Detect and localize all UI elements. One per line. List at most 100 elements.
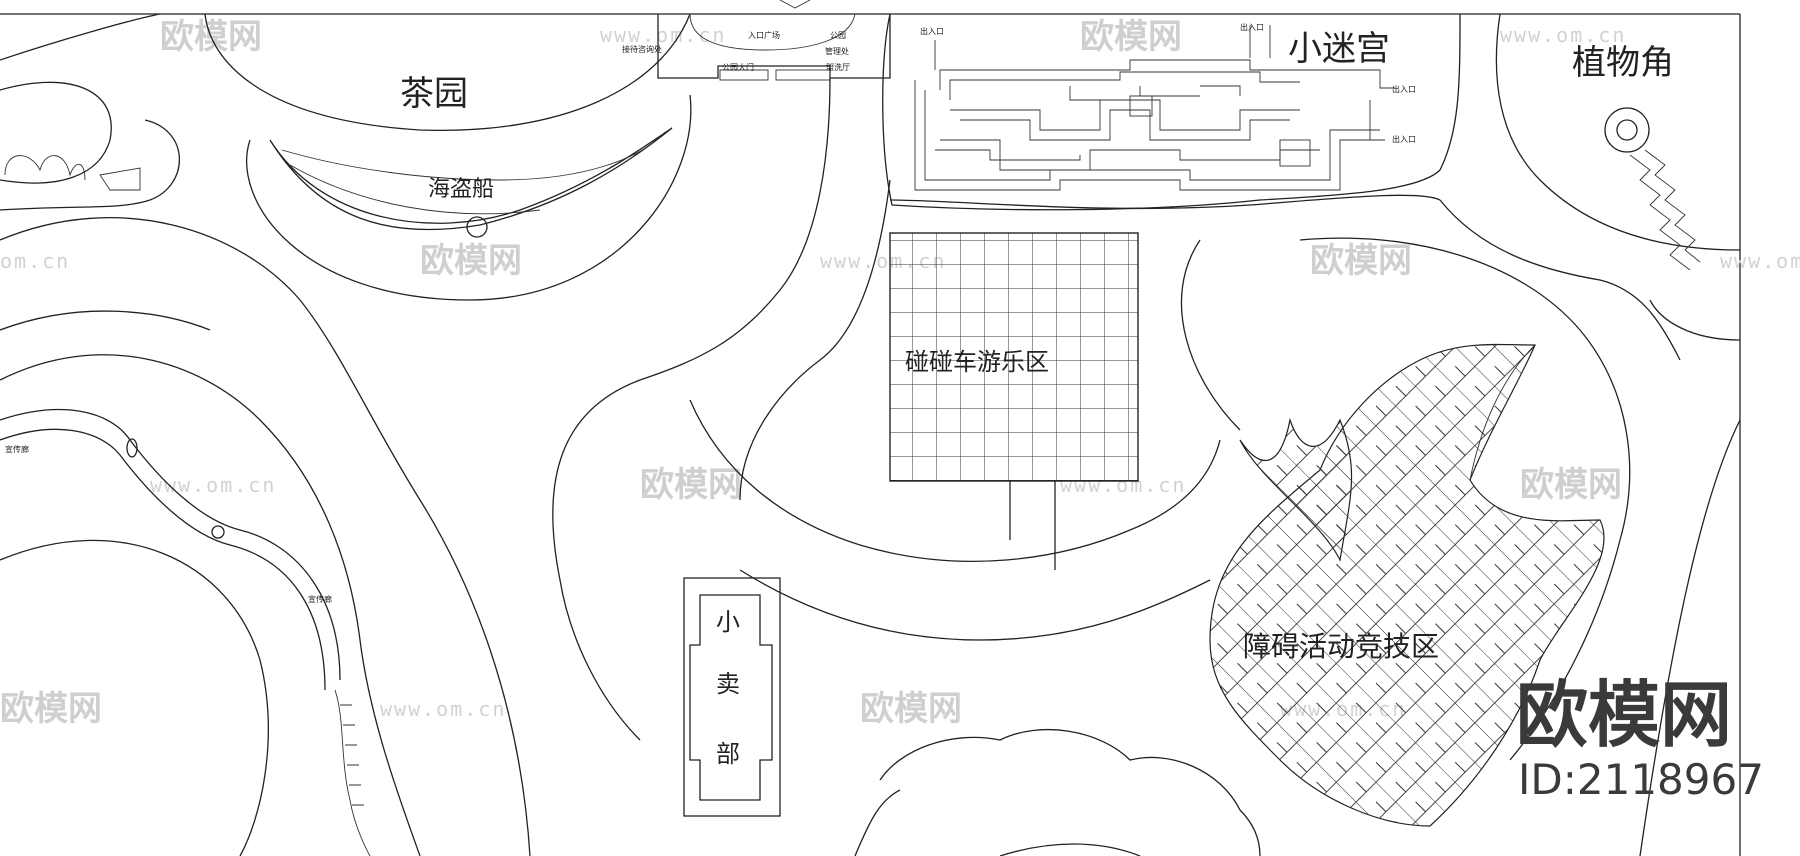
watermark-text: 欧模网 (860, 689, 962, 729)
maze-wall-5 (950, 99, 1300, 131)
maze-cell (1129, 95, 1153, 117)
entrance-gate-complex: 接待咨询处 入口广场 公园 管理处 公园大门 盥洗厅 (622, 0, 891, 81)
promenade-rungs (340, 704, 364, 806)
entrance-label-4: 出入口 (1392, 134, 1416, 144)
entry-plaza-arc (689, 13, 856, 51)
west-road-mid (0, 310, 211, 331)
left-top-loop-2 (0, 119, 181, 211)
entrance-label-3: 出入口 (1392, 84, 1416, 94)
left-top-path (0, 13, 161, 61)
tree-cluster-arc (999, 843, 1141, 856)
kiosk-label-1: 小 (716, 608, 740, 636)
east-road-join (1649, 299, 1741, 341)
small-maze-label: 小迷宫 (1288, 29, 1390, 69)
promenade-inner (0, 428, 326, 691)
promenade-outer (0, 409, 341, 681)
brand-logo-text: 欧模网 (1516, 673, 1732, 757)
watermark-url: www.om.cn (600, 23, 726, 47)
pirate-ship-zone (269, 127, 673, 238)
main-road-west-edge (552, 77, 831, 741)
gate-roof (779, 0, 811, 9)
plant-flower-inner (1616, 119, 1638, 141)
promo-label-2: 宣传廊 (308, 594, 332, 604)
watermark-text: 欧模网 (0, 689, 102, 729)
entry-plaza-label: 入口广场 (748, 30, 780, 40)
obstacle-flame-edge (1469, 344, 1536, 481)
east-road-south (1639, 419, 1741, 856)
watermark-url: www.om.cn (150, 473, 276, 497)
watermark-text: 欧模网 (640, 465, 742, 505)
watermark-text: 欧模网 (1080, 17, 1182, 57)
info-desk-label: 接待咨询处 (622, 44, 662, 54)
park-gate-label: 公园大门 (722, 62, 754, 72)
kiosk-label-3: 部 (716, 740, 740, 768)
watermark-url: www.om.cn (1500, 23, 1626, 47)
watermark-url: www.om.cn (1720, 249, 1800, 273)
road-network (0, 13, 1741, 856)
kiosk-label-2: 卖 (716, 670, 740, 698)
central-loop-south (739, 569, 1211, 641)
park-gate-bar (719, 69, 769, 81)
obstacle-main-area (1209, 343, 1605, 827)
west-road-inner (0, 354, 421, 856)
entrance-label-1: 出入口 (920, 26, 944, 36)
tree-cluster-outline (879, 729, 1261, 856)
entrance-label-2: 出入口 (1240, 22, 1264, 32)
obstacle-area-label: 障碍活动竞技区 (1243, 630, 1439, 663)
small-maze-zone: 出入口 出入口 出入口 出入口 (882, 13, 1461, 211)
obstacle-road-east (1299, 237, 1631, 761)
small-structure (99, 167, 141, 191)
maze-cell (1279, 139, 1311, 167)
pirate-ship-inner-line (281, 131, 666, 181)
brand-id: ID:2118967 (1518, 755, 1764, 804)
west-road-outer (0, 217, 531, 856)
watermark-text: 欧模网 (1520, 465, 1622, 505)
obstacle-area-zone (1209, 343, 1605, 827)
plant-corner-edge (1495, 13, 1741, 251)
promenade-arc: 宣传廊 宣传廊 (0, 409, 371, 856)
promenade-node (211, 525, 225, 539)
gate-outline (657, 14, 891, 79)
mgmt-office-label: 管理处 (825, 46, 849, 56)
pirate-ship-hull-line (289, 164, 541, 215)
watermark-url: www.om.cn (380, 697, 506, 721)
plant-corner-zone (1604, 107, 1701, 271)
kiosk-zone (683, 577, 781, 817)
maze-wall-9 (1069, 85, 1241, 101)
maze-wall-2 (924, 90, 1380, 181)
maze-wall-3 (939, 59, 1395, 90)
brand-overlay: 欧模网 ID:2118967 (1516, 673, 1764, 804)
maze-wall-6 (960, 109, 1290, 141)
tea-garden-lower-edge (246, 94, 692, 301)
promenade-extension (334, 689, 371, 856)
maze-wall-7 (940, 139, 1320, 171)
watermark-text: 欧模网 (420, 241, 522, 281)
promo-label-1: 宣传廊 (5, 444, 29, 454)
plant-flower-outer (1604, 107, 1650, 153)
bumper-cars-zone (889, 232, 1139, 482)
tea-coils (4, 155, 86, 181)
lake-edge (0, 539, 269, 856)
kiosk-outer (683, 577, 781, 817)
kiosk-inner (689, 594, 773, 801)
watermark-url: om.cn (0, 249, 70, 273)
park-label: 公园 (830, 31, 846, 40)
left-top-loop (0, 81, 112, 184)
bumper-cars-label: 碰碰车游乐区 (905, 348, 1049, 376)
north-east-road (1439, 199, 1681, 361)
watermark-text: 欧模网 (1310, 241, 1412, 281)
tea-garden-upper-edge (204, 13, 691, 132)
main-road-east-edge (739, 179, 891, 501)
bumper-cars-grid (889, 232, 1139, 482)
maze-exit-paths (1370, 87, 1390, 141)
promenade-node (126, 438, 138, 458)
tea-garden-label: 茶园 (400, 74, 468, 114)
pirate-ship-pivot (466, 216, 488, 238)
maze-wall-1 (914, 80, 1371, 191)
obstacle-road-west (1180, 239, 1241, 431)
maze-wall-4 (949, 71, 1300, 100)
plant-walkway-right (1644, 149, 1701, 263)
pirate-ship-outline (269, 127, 673, 231)
tea-garden-zone (0, 13, 692, 301)
